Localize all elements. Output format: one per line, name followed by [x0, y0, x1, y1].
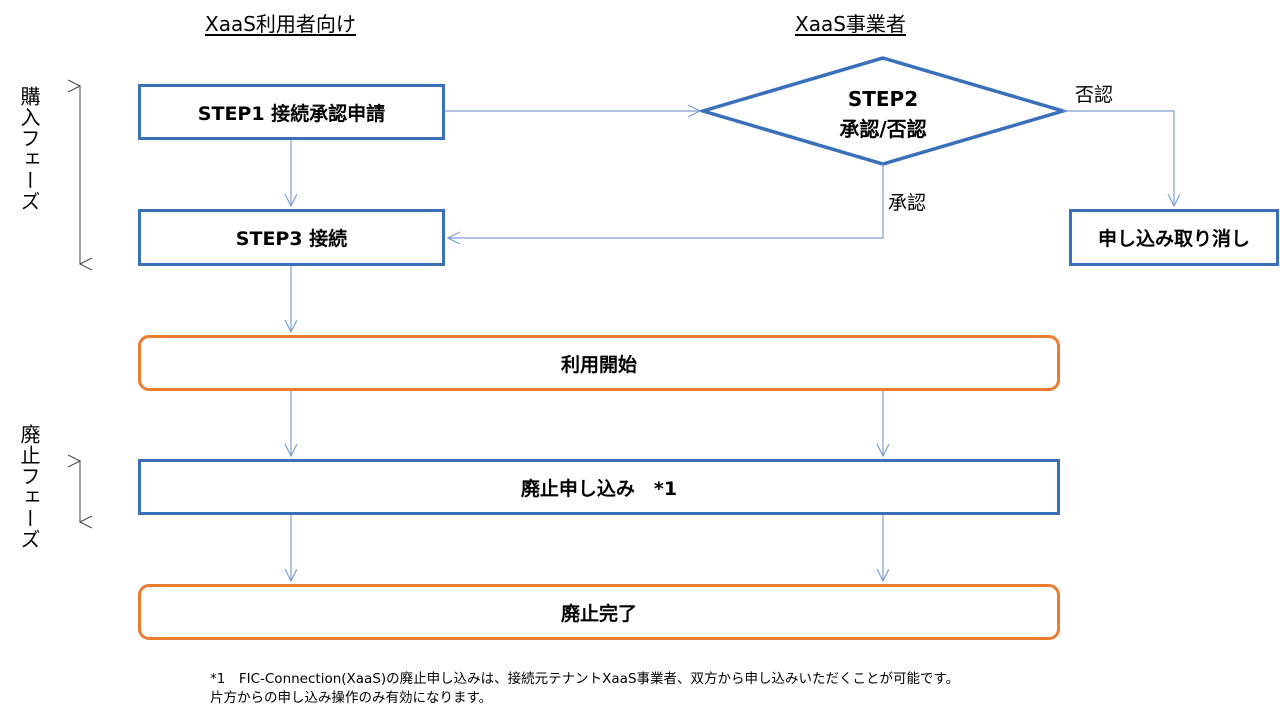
approve-label: 承認 — [888, 192, 927, 214]
abolish-complete-box: 廃止完了 — [138, 584, 1060, 640]
start-box: 利用開始 — [138, 335, 1060, 391]
footnote-line1: *1 FIC-Connection(XaaS)の廃止申し込みは、接続元テナントX… — [210, 671, 960, 687]
reject-label: 否認 — [1075, 84, 1114, 106]
step2-label: STEP2 承認/否認 — [783, 84, 983, 144]
connector-reject-to-cancel — [1063, 110, 1174, 206]
step2-title: STEP2 — [847, 87, 919, 111]
footnote-line2: 片方からの申し込み操作のみ有効になります。 — [210, 690, 493, 706]
purchase-phase-label: 購入フェーズ — [17, 86, 41, 212]
footnote: *1 FIC-Connection(XaaS)の廃止申し込みは、接続元テナントX… — [210, 670, 959, 708]
step3-box: STEP3 接続 — [138, 209, 445, 266]
provider-column-header: XaaS事業者 — [795, 12, 906, 36]
abolition-phase-label: 廃止フェーズ — [17, 424, 41, 550]
abolish-request-box: 廃止申し込み *1 — [138, 459, 1060, 515]
step1-box: STEP1 接続承認申請 — [138, 84, 445, 140]
cancel-box: 申し込み取り消し — [1069, 209, 1279, 266]
connector-approve-to-step3 — [448, 164, 884, 238]
step2-subtitle: 承認/否認 — [839, 117, 927, 141]
user-column-header: XaaS利用者向け — [205, 12, 356, 36]
